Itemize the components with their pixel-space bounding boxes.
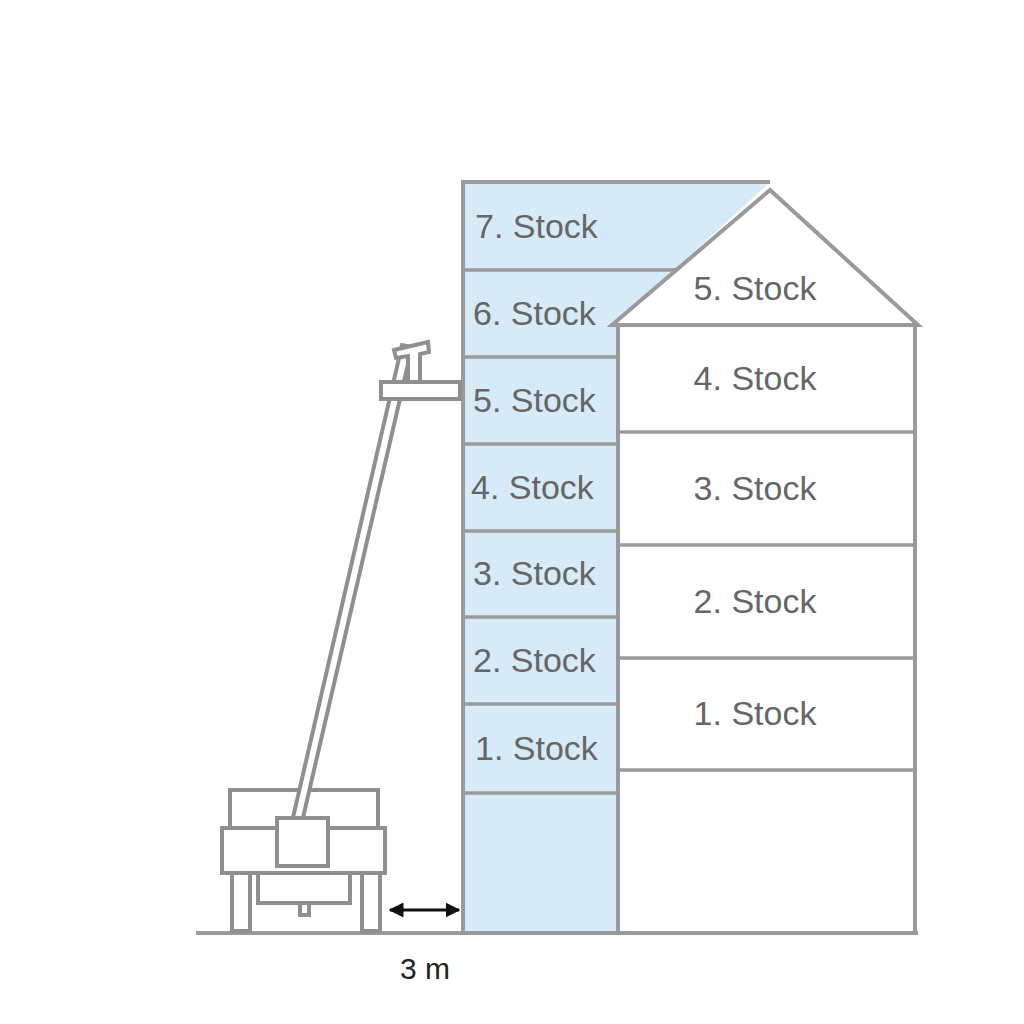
floor-band: 5. Stock	[463, 357, 618, 444]
floor-band: 4. Stock	[618, 328, 892, 430]
floor-label: 1. Stock	[475, 730, 598, 767]
floor-label: 1. Stock	[694, 695, 817, 732]
floor-label: 2. Stock	[694, 583, 817, 620]
floor-band: 2. Stock	[463, 617, 618, 704]
floor-label: 2. Stock	[473, 642, 596, 679]
ground-line	[196, 931, 918, 935]
dimension-arrow	[390, 909, 459, 912]
house-roof	[612, 190, 918, 325]
floor-band: 5. Stock	[660, 255, 850, 323]
floor-label: 7. Stock	[475, 208, 598, 245]
house-floor-lines	[618, 432, 915, 770]
floor-label: 3. Stock	[694, 470, 817, 507]
floor-band: 1. Stock	[463, 704, 618, 793]
floor-band: 3. Stock	[463, 531, 618, 617]
floor-label: 4. Stock	[471, 469, 594, 506]
floor-label: 6. Stock	[473, 295, 596, 332]
floor-band: 4. Stock	[463, 444, 618, 531]
floor-label: 5. Stock	[473, 382, 596, 419]
floor-label: 5. Stock	[694, 270, 817, 307]
dimension-label: 3 m	[400, 952, 450, 985]
house-outline	[618, 325, 915, 933]
floor-label: 4. Stock	[694, 360, 817, 397]
floor-band: 6. Stock	[463, 270, 618, 357]
platform-truck	[222, 342, 460, 931]
floor-band: 7. Stock	[463, 184, 663, 270]
floor-band: 1. Stock	[618, 660, 892, 768]
floor-band: 3. Stock	[618, 434, 892, 543]
floor-band: 2. Stock	[618, 547, 892, 656]
floor-label: 3. Stock	[473, 555, 596, 592]
